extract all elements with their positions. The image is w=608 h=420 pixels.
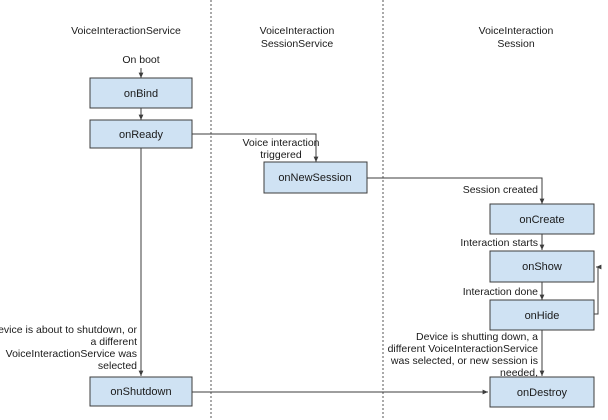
node-onhide-label: onHide [525, 310, 560, 322]
edge-label-destroy-reason-line2: different VoiceInteractionService [388, 343, 539, 355]
node-onshow: onShow [489, 250, 595, 283]
edge-label-shutdown-reason-line3: VoiceInteractionService was [6, 348, 137, 360]
column-header-session-service-line1: VoiceInteraction [260, 25, 335, 37]
edge-label-destroy-reason-line3: was selected, or new session is [390, 355, 538, 367]
node-onshutdown: onShutdown [89, 376, 193, 407]
node-ondestroy-label: onDestroy [517, 387, 568, 399]
node-oncreate: onCreate [489, 203, 595, 235]
column-header-session-line2: Session [497, 38, 535, 50]
column-header-session-service-line2: SessionService [261, 38, 334, 50]
node-ondestroy: onDestroy [489, 376, 595, 408]
edge-ready-to-newsession [192, 133, 319, 162]
node-oncreate-label: onCreate [519, 214, 564, 226]
node-onnewsession: onNewSession [263, 161, 368, 194]
node-onnewsession-label: onNewSession [278, 172, 351, 184]
edge-label-interaction-done: Interaction done [463, 286, 538, 298]
edge-label-destroy-reason-line1: Device is shutting down, a [416, 331, 538, 343]
edge-label-shutdown-reason-line4: selected [98, 360, 137, 372]
edge-label-shutdown-reason-line2: a different [90, 336, 137, 348]
edge-hide-to-show [594, 264, 602, 315]
node-onbind-label: onBind [124, 88, 158, 100]
edge-label-shutdown-reason-line1: Device is about to shutdown, or [0, 324, 138, 336]
node-onready: onReady [89, 119, 193, 149]
edge-label-on-boot: On boot [122, 54, 159, 66]
edge-label-destroy-reason-line4: needed, [500, 367, 538, 379]
column-header-session-line1: VoiceInteraction [479, 25, 554, 37]
node-onshutdown-label: onShutdown [110, 386, 171, 398]
node-onready-label: onReady [119, 129, 164, 141]
edge-label-session-created: Session created [463, 184, 538, 196]
edge-newsession-to-create [367, 177, 545, 204]
edge-label-voice-triggered-line1: Voice interaction [242, 137, 319, 149]
node-onshow-label: onShow [522, 261, 562, 273]
edge-label-voice-triggered-line2: triggered [260, 149, 302, 161]
node-onhide: onHide [489, 299, 595, 331]
column-header-service: VoiceInteractionService [71, 25, 181, 37]
edge-label-interaction-starts: Interaction starts [460, 237, 538, 249]
node-onbind: onBind [89, 77, 193, 109]
